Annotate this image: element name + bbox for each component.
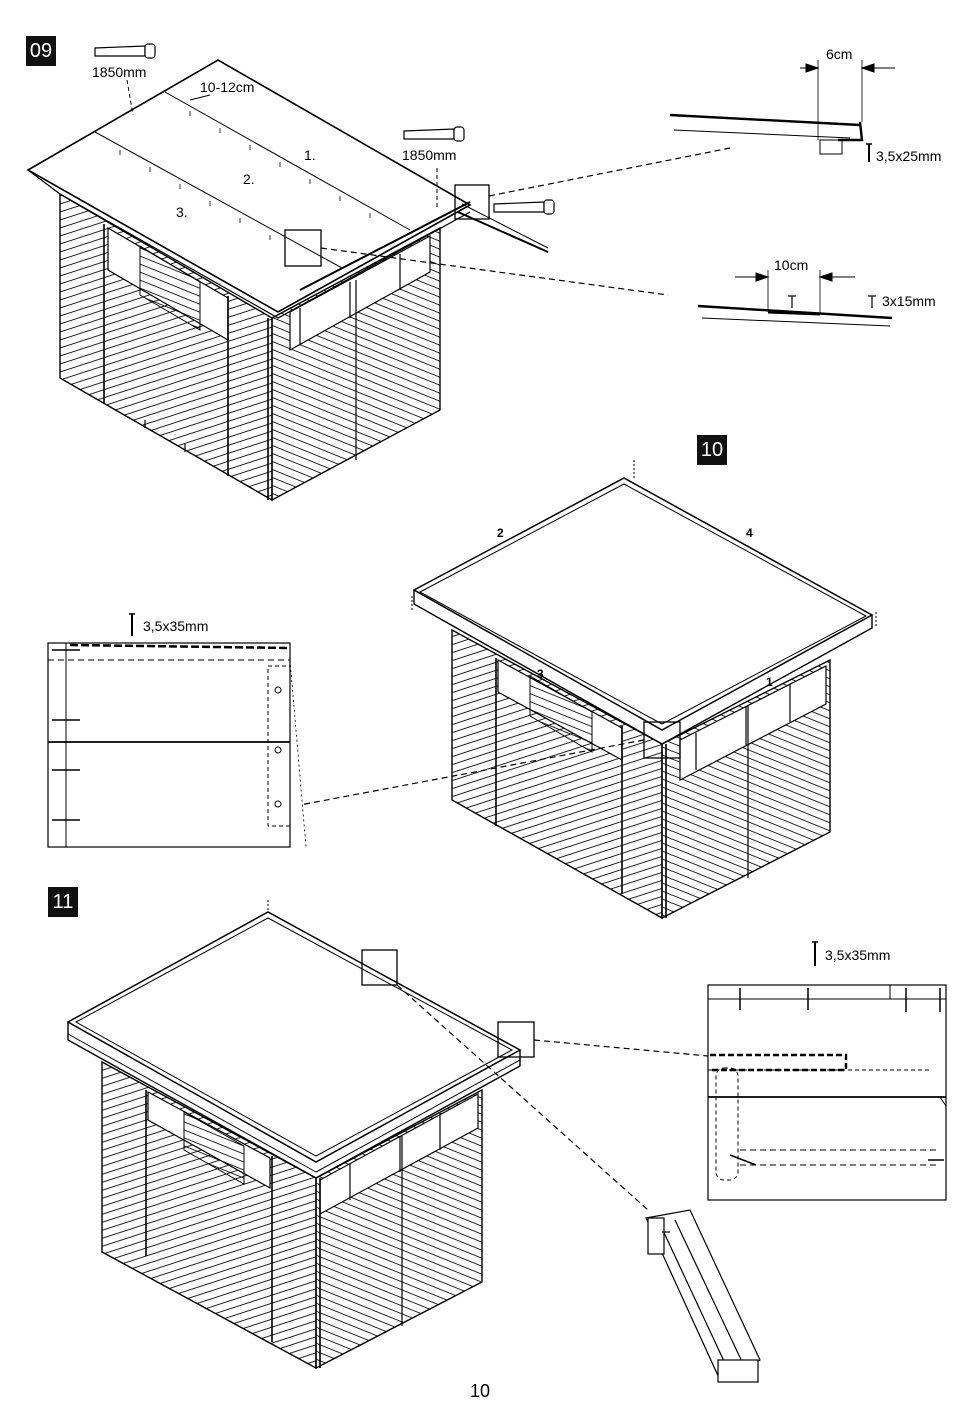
tack-icon <box>868 295 876 308</box>
saw-icon <box>493 199 555 215</box>
nail-size-label: 3,5x25mm <box>876 148 942 164</box>
order-label-2: 2 <box>497 526 504 540</box>
order-label-3: 3 <box>537 667 544 681</box>
saw-length-label: 1850mm <box>92 64 147 80</box>
tack-size-label: 3x15mm <box>882 293 936 309</box>
order-label-4: 4 <box>746 526 753 540</box>
saw-icon <box>403 126 465 142</box>
nail-size-label: 3,5x35mm <box>825 947 891 963</box>
step-10-shed <box>299 460 877 920</box>
nail-icon <box>129 613 135 636</box>
order-label-2: 2. <box>243 171 255 187</box>
overhang-label: 10-12cm <box>200 79 255 95</box>
nail-icon <box>866 143 872 162</box>
detail-step-10 <box>47 642 307 848</box>
detail-step-11 <box>707 984 947 1201</box>
step-11-shed <box>66 900 709 1370</box>
page-number: 10 <box>469 1381 491 1401</box>
roof-panel <box>26 59 472 313</box>
saw-icon <box>94 43 156 59</box>
step-badge-11: 11 <box>48 887 78 917</box>
zoom-box-right <box>497 1021 535 1058</box>
width-label: 10cm <box>774 257 809 273</box>
step-09-shed <box>26 59 731 502</box>
step-badge-10: 10 <box>697 435 727 465</box>
order-label-1: 1 <box>766 675 773 689</box>
order-label-3: 3. <box>176 204 188 220</box>
saw-length-label: 1850mm <box>402 147 457 163</box>
fascia-board-detail <box>645 1209 761 1383</box>
order-label-1: 1. <box>304 147 316 163</box>
zoom-box-top <box>361 949 398 986</box>
nail-icon <box>812 941 818 966</box>
step-badge-09: 09 <box>26 36 56 66</box>
detail-top-profile <box>669 60 895 155</box>
detail-bottom-profile <box>697 270 893 327</box>
nail-size-label: 3,5x35mm <box>143 618 209 634</box>
width-label: 6cm <box>826 46 853 62</box>
